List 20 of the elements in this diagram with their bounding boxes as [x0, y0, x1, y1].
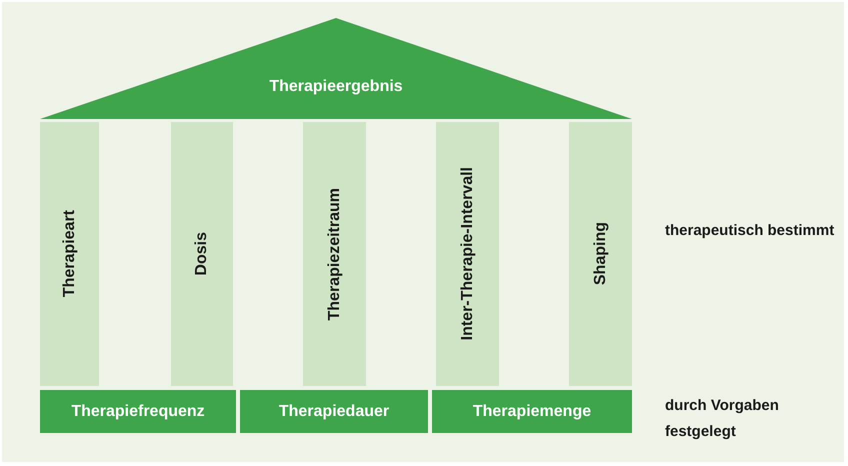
side-note: therapeutisch bestimmt — [665, 221, 835, 241]
roof-triangle — [40, 18, 632, 119]
pillar-label: Inter-Therapie-Intervall — [458, 167, 476, 341]
base-block — [432, 390, 632, 433]
pillar-label: Dosis — [193, 232, 211, 276]
pillar-label: Shaping — [592, 222, 610, 286]
pillar-label: Therapiezeitraum — [326, 188, 344, 320]
pillar — [171, 122, 233, 386]
pillar-label: Therapieart — [60, 210, 78, 298]
pillar — [436, 122, 499, 386]
pillar — [569, 122, 632, 386]
base-label: Therapiedauer — [278, 402, 390, 420]
pillar — [40, 122, 99, 386]
base-label: Therapiemenge — [472, 402, 592, 420]
roof-label: Therapieergebnis — [268, 78, 404, 96]
base-block — [240, 390, 428, 433]
base-label: Therapiefrequenz — [71, 402, 205, 420]
pillar — [303, 122, 366, 386]
base-block — [40, 390, 236, 433]
side-note: durch Vorgaben festgelegt — [665, 396, 780, 442]
